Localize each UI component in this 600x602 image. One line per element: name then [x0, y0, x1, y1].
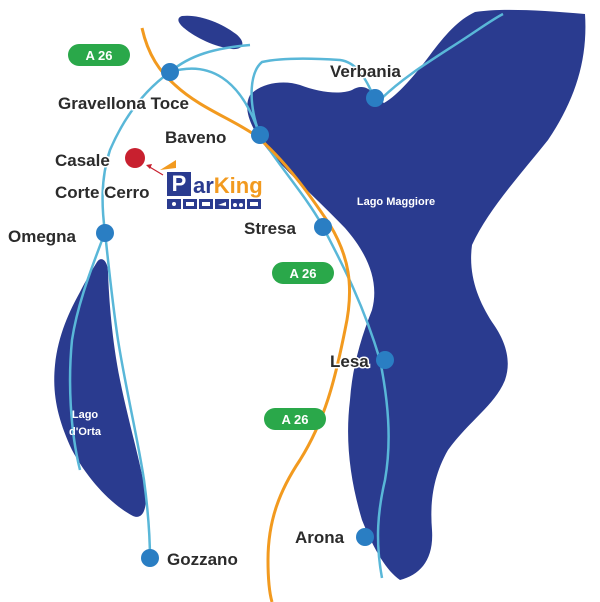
bike-icon: [231, 199, 245, 209]
lake-mergozzo-shape: [178, 15, 243, 50]
highway-a26-line: [140, 27, 352, 602]
logo-wordmark: arKing: [193, 173, 263, 198]
river-line: [169, 67, 260, 131]
river-line: [169, 43, 251, 73]
logo-accent-icon: [160, 160, 176, 170]
town-label-lesa: Lesa: [330, 352, 369, 371]
highway-badge-label: A 26: [86, 48, 113, 63]
town-label-verbania: Verbania: [330, 62, 401, 81]
logo-p-letter: P: [172, 171, 187, 196]
town-label-gozzano: Gozzano: [167, 550, 238, 569]
highway-badge: A 26: [264, 408, 326, 430]
town-dot-lesa: [376, 351, 394, 369]
town-dot-gozzano: [141, 549, 159, 567]
highway-badge-label: A 26: [290, 266, 317, 281]
river-line: [379, 12, 504, 101]
town-label-baveno: Baveno: [165, 128, 226, 147]
logo-service-icons: [167, 199, 261, 209]
lake-orta-label-line1: Lago: [72, 409, 99, 421]
poi-label-line2: Corte Cerro: [55, 183, 149, 202]
poi-marker-casale[interactable]: [125, 148, 145, 168]
river-line: [68, 231, 107, 471]
town-label-gravellona: Gravellona Toce: [58, 94, 189, 113]
town-dot-stresa: [314, 218, 332, 236]
town-dot-omegna: [96, 224, 114, 242]
town-dot-gravellona: [161, 63, 179, 81]
highway-badge-label: A 26: [282, 412, 309, 427]
lake-maggiore-shape: [247, 9, 586, 581]
logo-p-box: [167, 172, 191, 196]
river-line: [250, 57, 377, 131]
town-label-omegna: Omegna: [8, 227, 77, 246]
town-label-stresa: Stresa: [244, 219, 297, 238]
parking-logo: P arKing: [160, 160, 263, 209]
highway-badge: A 26: [272, 262, 334, 284]
lake-orta-shape: [54, 259, 146, 517]
town-dot-arona: [356, 528, 374, 546]
town-dot-baveno: [251, 126, 269, 144]
lake-maggiore-label: Lago Maggiore: [357, 196, 435, 208]
poi-pointer-arrow-icon: [146, 164, 152, 169]
lake-orta-label-line2: d'Orta: [69, 426, 102, 438]
town-label-arona: Arona: [295, 528, 345, 547]
poi-label-line1: Casale: [55, 151, 110, 170]
highway-badge: A 26: [68, 44, 130, 66]
town-dot-verbania: [366, 89, 384, 107]
river-line: [101, 70, 171, 561]
